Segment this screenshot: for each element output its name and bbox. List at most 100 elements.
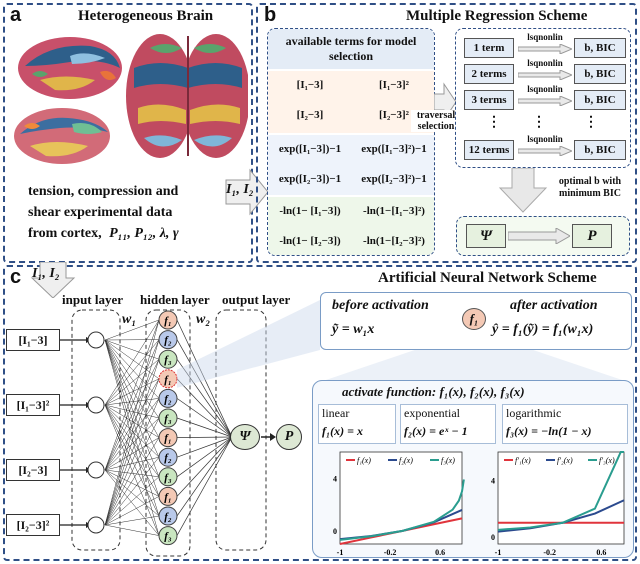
result-box: b, BIC [574,64,626,84]
weight-connection [104,339,160,471]
arrow-to-c [30,262,76,298]
activate-function-title: activate function: f₁(x), f₂(x), f₃(x) [342,384,525,399]
term-cell: -ln(1− [I₁−3]) [279,205,341,217]
input-layer-label: input layer [62,292,124,307]
solver-arrow [518,146,572,156]
panel-b-tag: b [264,4,277,26]
weight-connection [104,319,160,341]
eq-after: ŷ = f₁(ỹ) = f₁(w₁x) [492,322,594,337]
chart-xtick-label: -0.2 [384,548,397,557]
brain-lateral-top [18,37,122,99]
arrow-to-c-label: I₁, I₂ [32,266,60,281]
input-layer-frame [71,309,121,551]
arrow-a-to-b-label: I₁, I₂ [226,182,254,197]
activation-eq: f₂(x) = eˣ − 1 [404,424,468,438]
weight-connection [104,339,160,477]
term-cell: -ln(1−[I₂−3]²) [363,235,425,247]
model-term-box: 12 terms [464,140,514,160]
term-cell: exp([I₂−3]²)−1 [361,173,427,185]
activation-box [502,404,628,444]
ellipsis: ⋮ [584,115,598,130]
term-cell: exp([I₁−3]²)−1 [361,143,427,155]
hidden-layer-label: hidden layer [140,292,210,307]
panel-b-title: Multiple Regression Scheme [406,8,588,24]
panel-c [3,265,637,561]
output-layer-frame [215,309,267,551]
weight-connection [104,404,160,517]
hidden-node [158,369,178,389]
terms-table: available terms for model selection [I₁−… [267,28,435,256]
hidden-node [158,486,178,506]
hidden-node-label: f₂ [164,511,172,523]
weight-connection [104,496,160,526]
input-term-box: [I₂−3]² [6,514,60,536]
term-cell: exp([I₂−3])−1 [278,173,342,185]
weight-connection [104,515,160,526]
brain-lateral-bottom [14,108,110,164]
psi-to-p-arrowhead [270,433,276,441]
weight-connection [104,404,160,438]
chart-ytick-label: 4 [491,476,495,485]
weight-connection [104,339,160,438]
solver-arrow [518,70,572,80]
weight-connection [176,398,233,438]
hidden-node-label: f₂ [164,393,172,405]
terms-group-2 [268,135,434,195]
term-cell: exp([I₁−3])−1 [278,143,342,155]
chart-ytick-label: 0 [333,527,337,536]
panel-a-title: Heterogeneous Brain [78,8,214,24]
terms-group-3 [268,197,434,255]
traversal-label: traversal selection [411,110,461,132]
w1-label: w₁ [122,312,137,327]
weight-connection [104,339,160,406]
weight-connection [104,359,160,471]
weight-connection [104,339,160,419]
solver-label: lsqnonlin [527,32,563,42]
input-node [87,516,105,534]
activation-name: linear [322,406,350,420]
weight-connection [104,378,160,526]
chart-xtick-label: 0.6 [596,548,606,557]
chart-xtick-label: -1 [337,548,344,557]
chart-legend-label: f′₁(x) [515,456,531,465]
before-activation-label: before activation [332,298,429,313]
weight-connection [104,456,160,471]
term-cell: -ln(1−[I₁−3]²) [363,205,425,217]
result-box: b, BIC [574,38,626,58]
hidden-node-label: f₃ [164,413,172,425]
chart-legend-label: f₁(x) [357,456,371,465]
weight-connection [176,436,233,458]
hidden-node-label: f₁ [164,491,172,503]
optimal-label: optimal b with minimum BIC [558,176,622,199]
weight-connection [104,469,160,536]
weight-connection [104,398,160,406]
hidden-node [158,388,178,408]
panel-a-caption-vars: P₁₁, P₁₂, λ, γ [109,226,179,241]
psi-p-arrow [508,228,570,244]
weight-connection [104,469,160,478]
chart-ytick-label: 4 [333,474,337,483]
hidden-node [158,526,178,546]
weight-connection [104,319,160,526]
weight-connection [104,319,160,406]
hidden-node-label: f₁ [164,315,172,327]
model-term-box: 1 term [464,38,514,58]
input-node [87,396,105,414]
model-box [455,28,631,168]
weight-connection [104,339,160,497]
brain-dorsal [126,34,248,158]
chart-series-line [339,479,465,541]
chart-xtick-label: -0.2 [543,548,556,557]
solver-label: lsqnonlin [527,58,563,68]
optimal-arrow [498,168,548,213]
activation-name: exponential [404,406,460,420]
weight-connection [104,437,160,471]
weight-connection [176,436,233,517]
weight-connection [104,404,160,419]
panel-a-tag: a [10,4,22,26]
activation-eq: f₁(x) = x [322,424,364,438]
hidden-node-label: f₂ [164,335,172,347]
psi-node-b: Ψ [466,224,506,248]
